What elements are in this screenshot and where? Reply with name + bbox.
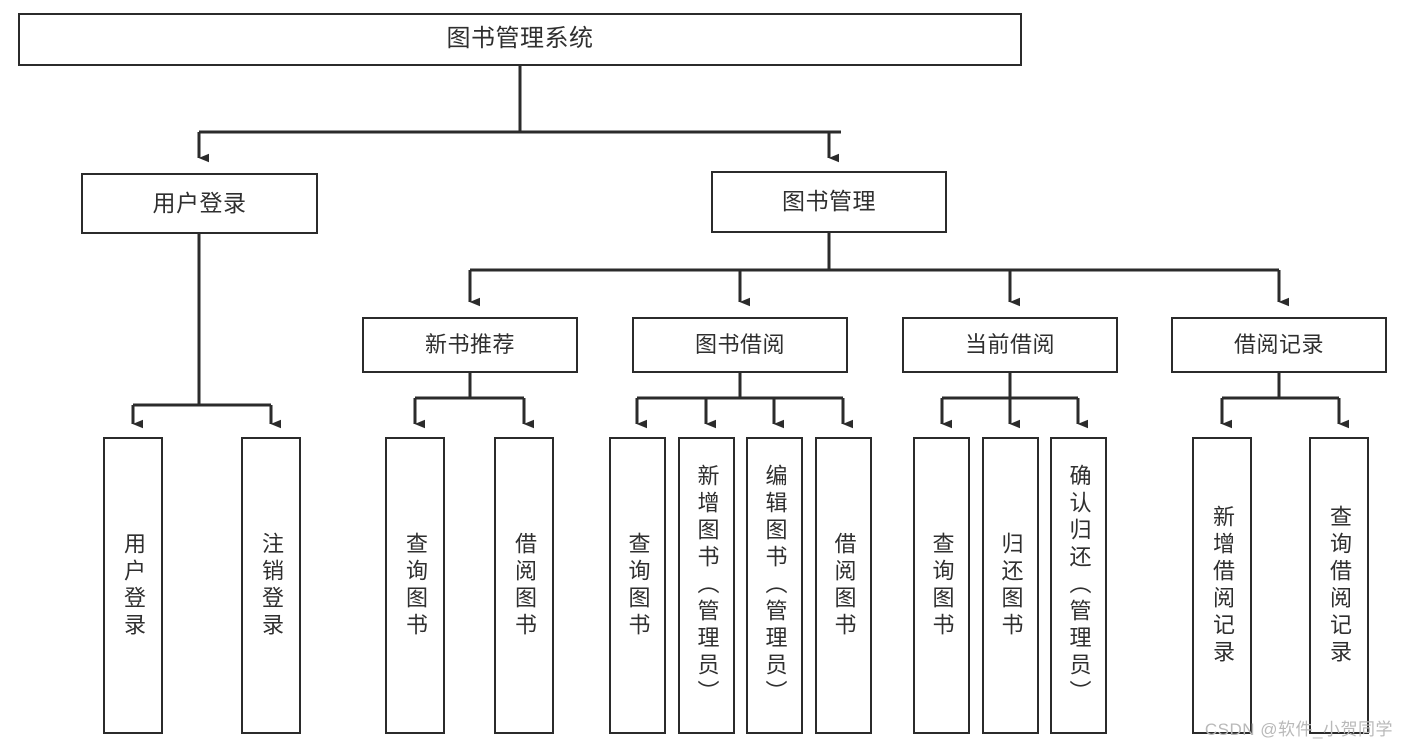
leaf-current-query-book[interactable]: 查询图书: [913, 437, 970, 734]
leaf-record-query[interactable]: 查询借阅记录: [1309, 437, 1369, 734]
leaf-new-book-query-label: 查询图书: [403, 531, 428, 640]
leaf-borrow-borrow-book[interactable]: 借阅图书: [815, 437, 872, 734]
leaf-borrow-add-book[interactable]: 新增图书（管理员）: [678, 437, 735, 734]
leaf-borrow-query-book-label: 查询图书: [625, 531, 651, 640]
leaf-borrow-borrow-book-label: 借阅图书: [831, 531, 857, 640]
node-current-borrow[interactable]: 当前借阅: [902, 317, 1118, 373]
leaf-user-login-signout[interactable]: 注销登录: [241, 437, 301, 734]
leaf-new-book-query[interactable]: 查询图书: [385, 437, 445, 734]
leaf-new-book-borrow-label: 借阅图书: [512, 531, 537, 640]
leaf-current-confirm-return-label: 确认归还（管理员）: [1066, 464, 1092, 707]
leaf-user-login-signin-label: 用户登录: [121, 531, 146, 640]
node-book-borrow-label: 图书借阅: [694, 331, 785, 357]
node-root-system[interactable]: 图书管理系统: [18, 13, 1022, 66]
leaf-new-book-borrow[interactable]: 借阅图书: [494, 437, 554, 734]
node-current-borrow-label: 当前借阅: [964, 331, 1055, 357]
node-book-management-label: 图书管理: [782, 188, 876, 215]
leaf-user-login-signout-label: 注销登录: [259, 531, 284, 640]
node-new-book-recommend-label: 新书推荐: [424, 331, 515, 357]
leaf-borrow-query-book[interactable]: 查询图书: [609, 437, 666, 734]
node-root-label: 图书管理系统: [446, 25, 594, 53]
node-book-management[interactable]: 图书管理: [711, 171, 947, 233]
leaf-borrow-edit-book-label: 编辑图书（管理员）: [762, 464, 788, 707]
node-user-login[interactable]: 用户登录: [81, 173, 318, 234]
leaf-current-query-book-label: 查询图书: [929, 531, 955, 640]
leaf-current-confirm-return[interactable]: 确认归还（管理员）: [1050, 437, 1107, 734]
node-borrow-record-label: 借阅记录: [1233, 331, 1324, 357]
leaf-record-add[interactable]: 新增借阅记录: [1192, 437, 1252, 734]
node-borrow-record[interactable]: 借阅记录: [1171, 317, 1387, 373]
leaf-record-add-label: 新增借阅记录: [1210, 504, 1235, 667]
leaf-user-login-signin[interactable]: 用户登录: [103, 437, 163, 734]
leaf-current-return-book[interactable]: 归还图书: [982, 437, 1039, 734]
node-new-book-recommend[interactable]: 新书推荐: [362, 317, 578, 373]
leaf-record-query-label: 查询借阅记录: [1327, 504, 1352, 667]
node-user-login-label: 用户登录: [152, 189, 247, 216]
leaf-borrow-edit-book[interactable]: 编辑图书（管理员）: [746, 437, 803, 734]
node-book-borrow[interactable]: 图书借阅: [632, 317, 848, 373]
leaf-borrow-add-book-label: 新增图书（管理员）: [694, 464, 720, 707]
leaf-current-return-book-label: 归还图书: [998, 531, 1024, 640]
